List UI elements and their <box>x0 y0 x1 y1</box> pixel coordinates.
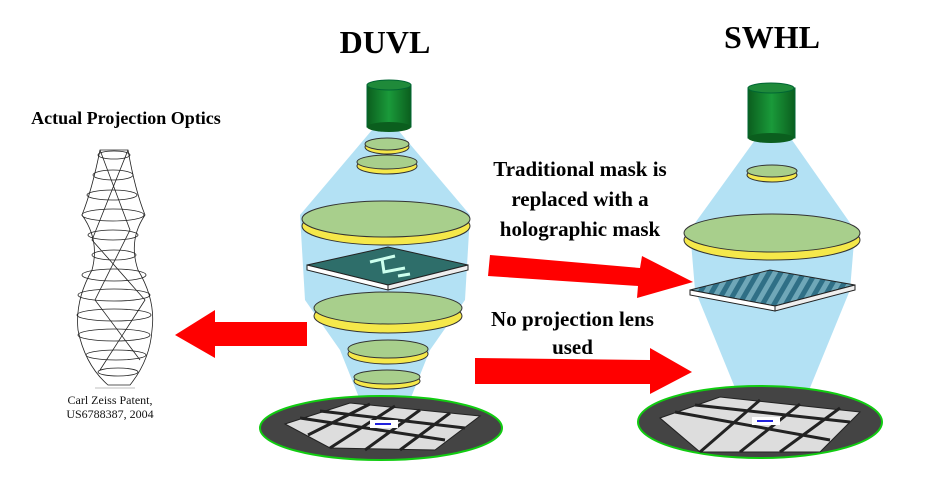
patent-caption-line1: Carl Zeiss Patent, <box>67 393 153 407</box>
lens-annotation-line1: No projection lens <box>491 307 654 331</box>
duvl-wafer <box>259 395 503 461</box>
mask-annotation-line3: holographic mask <box>499 217 661 241</box>
lens-annotation-line2: used <box>552 335 593 359</box>
duvl-lens-large <box>301 200 471 246</box>
swhl-light-source <box>747 82 796 143</box>
patent-caption: Carl Zeiss Patent, US6788387, 2004 <box>40 393 180 421</box>
optics-title: Actual Projection Optics <box>31 108 221 128</box>
duvl-system <box>259 79 503 461</box>
duvl-title: DUVL <box>339 24 431 60</box>
duvl-light-source <box>366 79 412 132</box>
duvl-photomask <box>306 246 469 291</box>
projection-optics-wireframe <box>76 149 154 389</box>
swhl-system <box>637 82 883 459</box>
lens-annotation: No projection lens used <box>460 305 685 361</box>
duvl-lens <box>356 137 418 175</box>
arrow-left <box>175 310 307 358</box>
patent-caption-line2: US6788387, 2004 <box>66 407 154 421</box>
duvl-projection-lenses <box>313 291 463 390</box>
swhl-title: SWHL <box>723 19 821 55</box>
mask-annotation-line2: replaced with a <box>511 187 649 211</box>
mask-annotation-line1: Traditional mask is <box>493 157 667 181</box>
swhl-lens <box>683 164 861 261</box>
holographic-mask <box>689 269 856 312</box>
arrow-to-wafer <box>475 348 692 394</box>
swhl-wafer <box>637 385 883 459</box>
arrow-to-holographic-mask <box>488 255 693 298</box>
mask-annotation: Traditional mask is replaced with a holo… <box>460 154 700 244</box>
